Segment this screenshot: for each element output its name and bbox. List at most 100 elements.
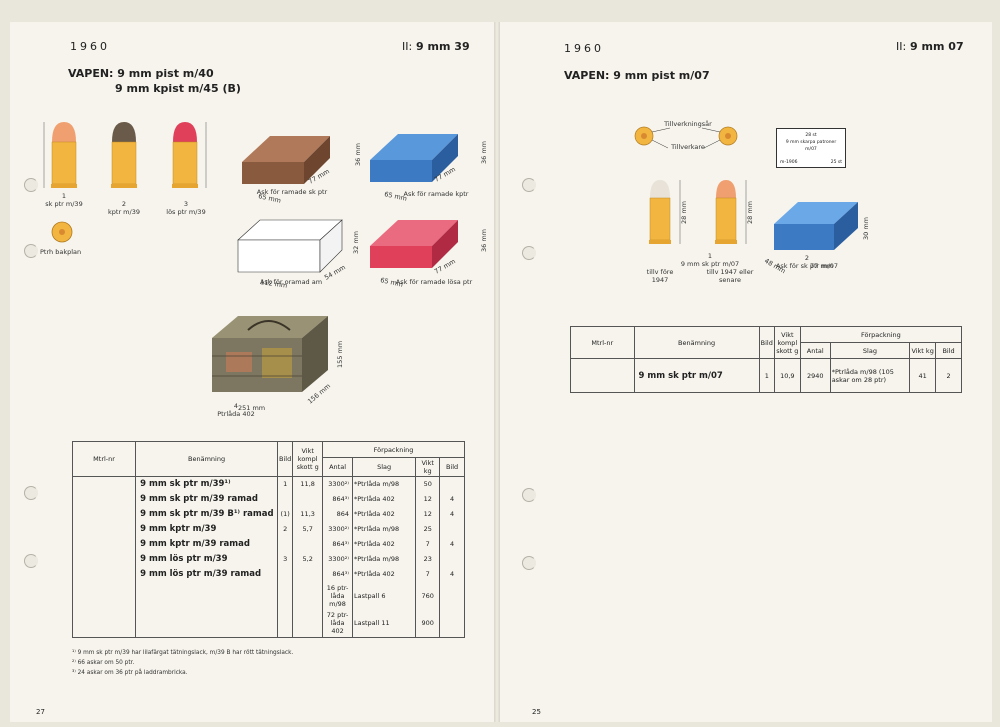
punch-hole [522,488,536,502]
box-red-caption: Ask för ramade lösa ptr [395,278,473,286]
document-code: II: 9 mm 39 [402,40,470,53]
col-vikt-kg: Vikt kg [415,457,441,477]
crate-length: 156 mm [306,382,332,406]
box-white-caption: Ask för oramad am [259,278,323,286]
box-white [237,219,343,273]
primer-caption: Ptrh bakplan [40,248,82,256]
cartridges-illustration [43,122,207,188]
box-m07-length: 77 mm [810,262,833,270]
box-label-card: 28 st 9 mm skarpa patroner m/07 m-1906 2… [776,128,846,168]
col-bild-2: Bild [439,457,465,477]
col-bild: Bild [277,441,294,477]
footnote-2: ²⁾ 66 askar om 50 ptr. [72,660,135,666]
col-slag: Slag [351,457,417,477]
cartridge-2 [111,122,137,188]
punch-hole [24,554,38,568]
left-ammo-table: Mtrl-nr Benämning Bild Vikt kompl skott … [71,441,465,638]
cartridge-m07-post-1947 [715,180,737,244]
crate-illustration: 251 mm 156 mm 155 mm [212,316,344,412]
col-forpackning: Förpackning [322,441,465,458]
year-label: 1960 [564,42,604,55]
code-value: 9 mm 07 [910,40,964,53]
col-vikt-kg: Vikt kg [909,342,937,359]
year-label: 1960 [70,40,110,53]
weapon-line-2: 9 mm kpist m/45 (B) [115,82,241,95]
cartridge-m07-left-sub: tillv före 1947 [646,268,674,284]
page-number: 27 [36,708,45,716]
cartridge-m07-right-sub: tillv 1947 eller senare [706,268,754,284]
primer-headstamp-icon [51,221,73,243]
cartridge-1 [51,122,77,188]
headstamp-diagram [634,126,738,149]
col-mtrl: Mtrl-nr [570,326,635,359]
box-illustrations: 65 mm 77 mm 36 mm 65 mm 77 mm 36 mm 112 … [237,134,488,290]
col-antal: Antal [322,457,353,477]
headstamp-top-caption: Tillverkningsår [664,120,712,128]
right-ammo-table: Mtrl-nr Benämning Bild Vikt kompl skott … [570,326,963,393]
label-count-bottom: 25 st [830,160,842,165]
box-m07-illustration: 48 mm 77 mm 30 mm [763,202,870,275]
col-bild: Bild [758,326,775,359]
weapon-line-1: VAPEN: 9 mm pist m/40 [68,67,214,80]
punch-hole [522,178,536,192]
box-brown [242,136,330,184]
box-brown-height: 36 mm [354,143,362,166]
code-label: II: [402,40,413,53]
box-red [370,220,458,268]
cartridge-height-right: 28 mm [746,201,754,224]
cartridge-m07-pre-1947 [649,180,671,244]
code-value: 9 mm 39 [416,40,470,53]
box-blue [370,134,458,182]
weapon-heading: VAPEN: 9 mm pist m/07 [564,69,710,82]
col-antal: Antal [799,342,831,359]
footnote-3: ³⁾ 24 askar om 36 ptr på laddrambricka. [72,670,188,676]
col-vikt: Vikt kompl skott g [292,441,324,477]
table-row: 9 mm sk ptr m/07 1 10,9 2940 *Ptrlåda m/… [570,358,962,393]
label-description: 9 mm skarpa patroner m/07 [785,140,837,152]
headstamp-bottom-caption: Tillverkare [671,143,705,151]
box-m07-height: 30 mm [862,217,870,240]
col-forpackning: Förpackning [799,326,963,343]
box-brown-caption: Ask för ramade sk ptr [256,188,328,196]
label-count: 28 st [805,133,817,138]
footnote-1: ¹⁾ 9 mm sk ptr m/39 har lilafärgat tätni… [72,650,294,656]
punch-hole [24,178,38,192]
left-page: 1960 II: 9 mm 39 VAPEN: 9 mm pist m/40 9… [10,22,494,722]
code-label: II: [896,40,907,53]
cartridge-3 [172,122,198,188]
col-benamning: Benämning [633,326,760,359]
weapon-heading: VAPEN: 9 mm pist m/40 9 mm kpist m/45 (B… [68,66,241,96]
page-gutter [494,22,500,722]
box-white-height: 32 mm [352,231,360,254]
footnotes: ¹⁾ 9 mm sk ptr m/39 har lilafärgat tätni… [72,648,293,678]
box-blue-caption: Ask för ramade kptr [403,190,469,198]
right-page: 1960 II: 9 mm 07 VAPEN: 9 mm pist m/07 T… [500,22,992,722]
cartridge-height-left: 28 mm [680,201,688,224]
punch-hole [24,244,38,258]
col-slag: Slag [829,342,911,359]
label-code: m-1906 [780,160,798,165]
crate-width: 251 mm [238,404,265,412]
crate-height: 155 mm [336,341,344,368]
col-benamning: Benämning [135,441,279,477]
col-bild-2: Bild [935,342,962,359]
document-code: II: 9 mm 07 [896,40,964,53]
punch-hole [522,246,536,260]
cartridges-m07-illustration: 28 mm 28 mm [649,180,754,244]
page-number: 25 [532,708,541,716]
box-white-width: 112 mm [260,278,288,290]
